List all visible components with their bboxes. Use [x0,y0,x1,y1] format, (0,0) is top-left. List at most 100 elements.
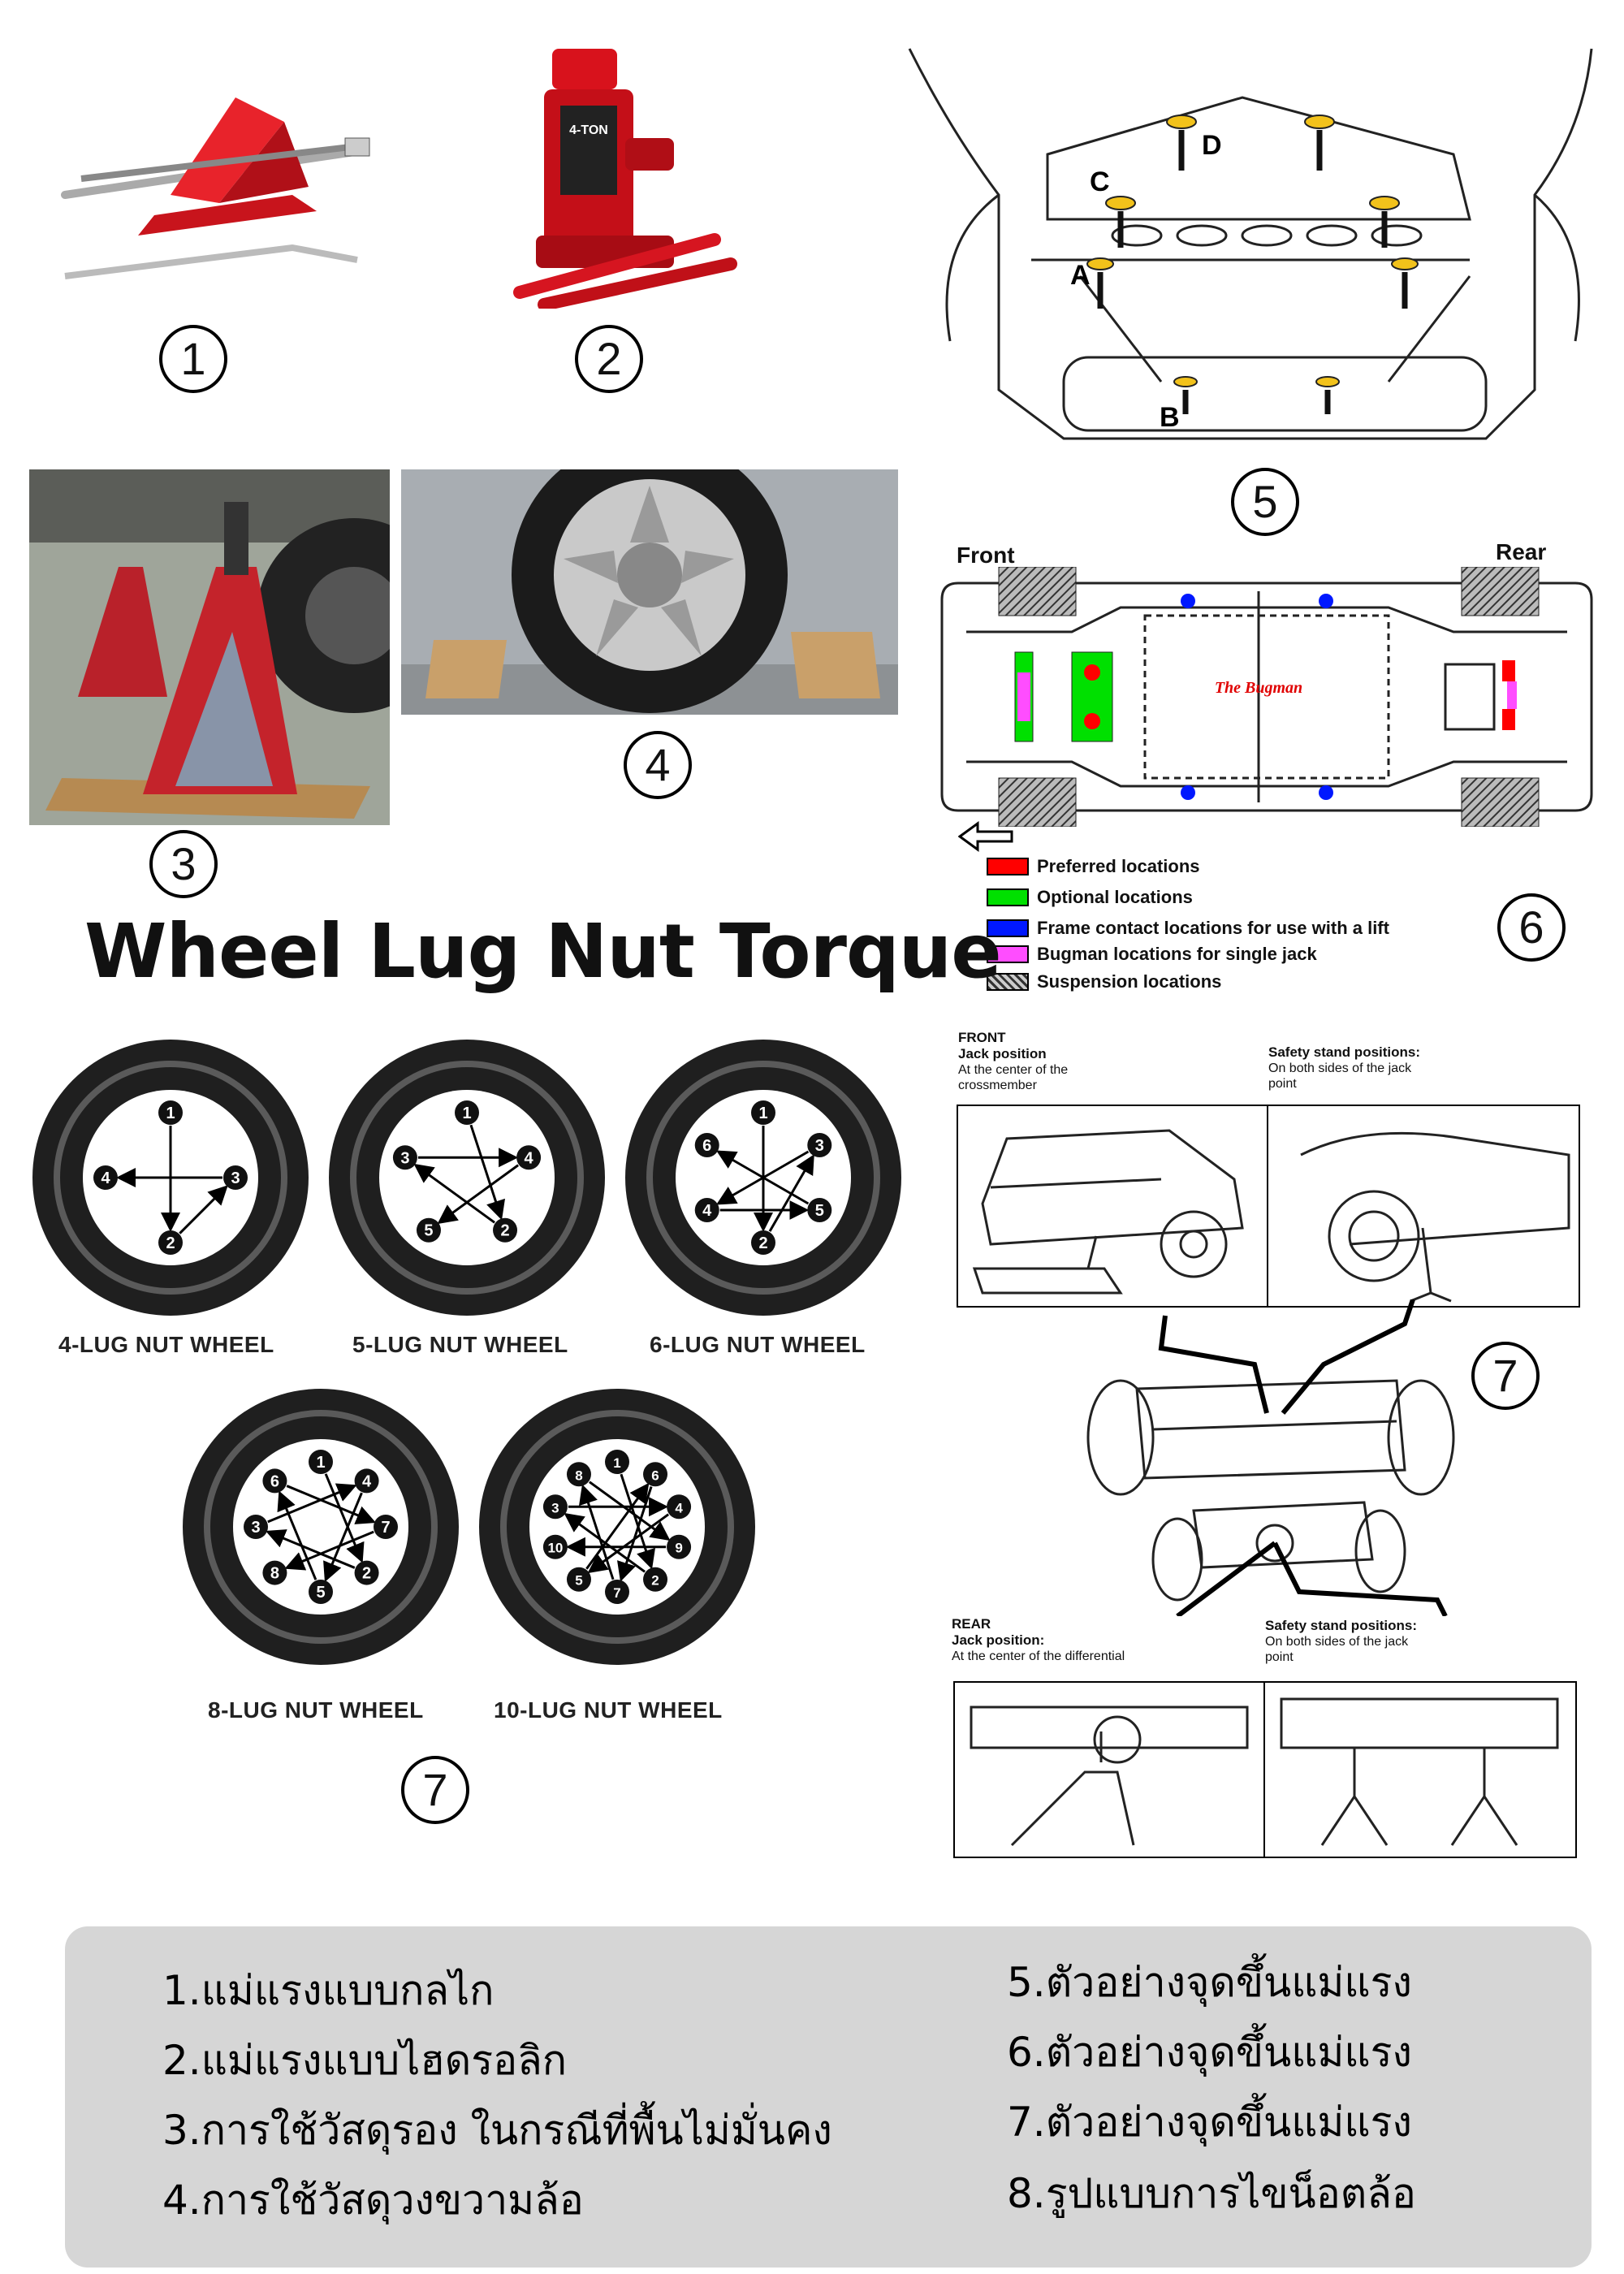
lug-nut-number: 2 [166,1234,175,1252]
lug-nut [667,1534,692,1559]
tightening-arrow [284,1530,374,1571]
jack-label: 4-TON [569,123,608,137]
lug-nut-number: 1 [758,1105,767,1122]
info-item-4: 4.การใช้วัสดุวงขวามล้อ [162,2177,584,2224]
rear-label: Rear [1496,539,1547,564]
lug-nut [694,1198,719,1222]
lug-nut [643,1462,668,1487]
caption-10-lug: 10-LUG NUT WHEEL [494,1697,723,1723]
lug-nut [542,1534,568,1559]
lug-nut-number: 3 [231,1169,240,1187]
lug-nut [455,1100,479,1125]
info-item-8: 8.รูปแบบการไขน็อตล้อ [1007,2170,1416,2217]
lug-nut-number: 4 [362,1472,372,1490]
lug-nut [158,1100,183,1125]
tightening-arrow [267,1483,357,1524]
lug-nut [566,1567,591,1592]
lug-nut-number: 1 [316,1454,325,1472]
wheel-chock-photo [401,469,898,715]
lug-nut-number: 6 [270,1472,279,1490]
chassis-diagram: The Bugman [940,567,1593,827]
lug-nut-number: 7 [381,1519,390,1537]
lug-nut [354,1560,379,1585]
lug-nut-number: 4 [525,1149,534,1167]
tightening-arrow [715,1150,810,1205]
torque-title: Wheel Lug Nut Torque [84,908,1002,995]
lift-point-b: B [1160,402,1180,433]
lug-nut [566,1462,591,1487]
lug-nut-number: 3 [815,1137,824,1155]
lug-nut-number: 2 [758,1234,767,1252]
lug-nut-number: 5 [424,1222,433,1240]
lug-nut-number: 3 [251,1519,260,1537]
lug-nut [223,1165,248,1190]
lug-nut [93,1165,118,1190]
lug-nut-number: 5 [316,1584,325,1602]
lug-nut-number: 1 [613,1455,620,1471]
scissor-jack-image [61,97,370,279]
info-item-7: 7.ตัวอย่างจุดขึ้นแม่แรง [1007,2099,1412,2146]
tightening-arrow [413,1163,495,1224]
lug-nut [392,1145,417,1170]
marker-5: 5 [1231,468,1299,536]
lug-nut-number: 3 [551,1500,559,1515]
caption-8-lug: 8-LUG NUT WHEEL [208,1697,424,1723]
caption-4-lug: 4-LUG NUT WHEEL [58,1332,274,1357]
lug-nut [516,1145,542,1170]
caption-5-lug: 5-LUG NUT WHEEL [352,1332,568,1357]
lug-nut [542,1494,568,1520]
lug-nut [416,1217,441,1243]
lift-point-a: A [1070,260,1091,291]
lug-nut [309,1580,333,1604]
lug-nut [244,1515,268,1539]
tightening-arrow [617,1486,653,1582]
lug-nut-number: 5 [575,1573,582,1589]
lug-nut-number: 9 [675,1541,682,1556]
tightening-arrow [585,1482,650,1570]
lug-nut [374,1515,398,1539]
lug-nut [309,1450,333,1474]
lug-nut [807,1133,832,1157]
tightening-arrow [286,1485,376,1524]
front-stand-text: Safety stand positions: On both sides of… [1268,1044,1421,1091]
lug-nut-number: 1 [462,1105,471,1122]
tightening-arrow [324,1473,365,1563]
info-item-6: 6.ตัวอย่างจุดขึ้นแม่แรง [1007,2029,1412,2076]
lug-nut [807,1198,832,1222]
legend-single-jack: Bugman locations for single jack [987,944,1317,965]
tightening-arrow [578,1484,615,1580]
rear-stand-panel [1263,1681,1577,1858]
front-jack-text: FRONT Jack position At the center of the… [958,1030,1069,1092]
legend-preferred: Preferred locations [987,856,1200,877]
lug-nut [667,1494,692,1520]
rear-jack-panel [953,1681,1267,1858]
info-item-5: 5.ตัวอย่างจุดขึ้นแม่แรง [1007,1959,1412,2006]
caption-6-lug: 6-LUG NUT WHEEL [650,1332,866,1357]
legend-optional: Optional locations [987,887,1193,908]
info-panel: 1.แม่แรงแบบกลไก 2.แม่แรงแบบไฮดรอลิก 3.กา… [65,1926,1592,2268]
tightening-arrow [277,1490,317,1580]
info-item-1: 1.แม่แรงแบบกลไก [162,1967,495,2014]
lug-nut-number: 3 [400,1149,409,1167]
tightening-arrow [179,1185,228,1234]
lug-nut-number: 2 [651,1573,659,1589]
marker-3: 3 [149,830,218,898]
lug-nut-number: 4 [101,1169,110,1187]
marker-7-torque: 7 [401,1756,469,1824]
info-item-3: 3.การใช้วัสดุรอง ในกรณีที่พื้นไม่มั่นคง [162,2107,832,2154]
front-jack-panel [957,1105,1270,1308]
lug-nut [605,1580,629,1604]
marker-4: 4 [624,731,692,799]
lug-nut [751,1230,775,1255]
lift-point-c: C [1090,166,1110,197]
lift-point-d: D [1202,130,1222,161]
front-stand-panel [1267,1105,1580,1308]
lug-nut-number: 5 [815,1202,824,1220]
lift-point-diagram: D C A B [908,48,1593,440]
marker-6: 6 [1497,893,1566,962]
